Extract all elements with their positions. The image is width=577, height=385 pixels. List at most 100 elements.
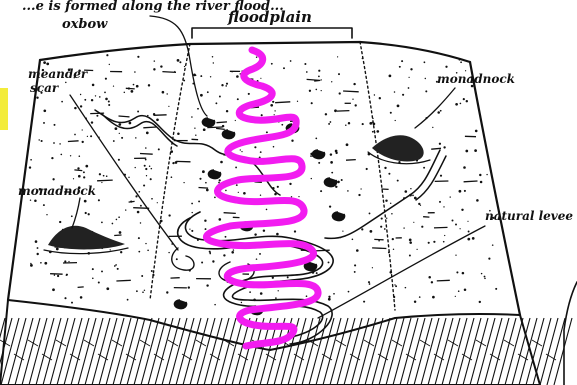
stipple-dot xyxy=(145,147,147,149)
valley-wall-right xyxy=(360,42,395,310)
stipple-dot xyxy=(439,143,441,145)
stipple-dot xyxy=(101,270,103,272)
stipple-dot xyxy=(443,241,445,243)
stipple-dot xyxy=(225,236,227,238)
stipple-dot xyxy=(318,162,320,164)
surface-dash xyxy=(119,116,130,117)
stipple-dot xyxy=(328,261,330,263)
stipple-dot xyxy=(397,105,400,108)
stipple-dot xyxy=(342,230,343,231)
stipple-dot xyxy=(84,200,87,203)
stipple-dot xyxy=(356,249,359,252)
oxbow-pointer xyxy=(150,16,207,116)
surface-dash xyxy=(224,213,236,214)
stipple-dot xyxy=(410,188,411,189)
stipple-dot xyxy=(83,171,85,173)
stipple-dot xyxy=(183,80,185,82)
surface-dash xyxy=(307,79,320,80)
stipple-dot xyxy=(124,92,125,93)
stipple-dot xyxy=(431,281,433,283)
stipple-dot xyxy=(455,224,457,226)
meander-scar xyxy=(172,248,194,270)
stipple-dot xyxy=(488,258,490,260)
stipple-dot xyxy=(235,120,236,121)
stipple-dot xyxy=(212,56,214,58)
stipple-dot xyxy=(409,255,411,257)
stipple-dot xyxy=(80,296,83,299)
stipple-dot xyxy=(121,137,123,139)
stipple-dot xyxy=(225,85,227,87)
stipple-dot xyxy=(149,166,150,167)
stipple-dot xyxy=(136,85,139,88)
stipple-dot xyxy=(384,167,386,169)
stipple-dot xyxy=(249,291,251,293)
stipple-dot xyxy=(138,191,140,193)
stipple-dot xyxy=(460,61,462,63)
stipple-dot xyxy=(199,178,201,180)
stipple-dot xyxy=(68,261,69,262)
stipple-dot xyxy=(156,118,159,121)
stipple-dot xyxy=(179,61,181,63)
stipple-dot xyxy=(46,214,47,215)
stipple-dot xyxy=(106,287,109,290)
stipple-dot xyxy=(492,244,494,246)
stipple-dot xyxy=(309,90,311,92)
stipple-dot xyxy=(397,180,399,182)
stipple-dot xyxy=(43,109,46,112)
stipple-dot xyxy=(372,122,373,123)
stipple-dot xyxy=(329,205,331,207)
stipple-dot xyxy=(392,238,394,240)
stipple-dot xyxy=(476,199,479,202)
oxbow-mark xyxy=(174,300,186,309)
label-natural-levee: natural levee xyxy=(485,209,573,223)
stipple-dot xyxy=(325,113,327,115)
stipple-dot xyxy=(361,228,363,230)
stipple-dot xyxy=(106,54,108,56)
stipple-dot xyxy=(98,199,100,201)
stipple-dot xyxy=(157,202,158,203)
stipple-dot xyxy=(215,102,217,104)
stipple-dot xyxy=(490,170,491,171)
stipple-dot xyxy=(328,123,330,125)
stipple-dot xyxy=(379,97,381,99)
stipple-dot xyxy=(141,275,143,277)
surface-dash xyxy=(275,102,290,103)
stipple-dot xyxy=(98,281,100,283)
stipple-dot xyxy=(256,57,257,58)
stipple-dot xyxy=(335,150,338,153)
stipple-dot xyxy=(291,140,293,142)
stipple-dot xyxy=(153,68,155,70)
stipple-dot xyxy=(468,231,470,233)
surface-dash xyxy=(434,227,448,228)
stipple-dot xyxy=(481,273,482,274)
stipple-dot xyxy=(254,233,256,235)
stipple-dot xyxy=(140,222,141,223)
stipple-dot xyxy=(456,271,458,273)
stipple-dot xyxy=(369,283,371,285)
meander-scar-pointer xyxy=(70,95,178,250)
stipple-dot xyxy=(402,94,404,96)
stipple-dot xyxy=(59,143,61,145)
stipple-dot xyxy=(440,110,442,112)
stipple-dot xyxy=(198,200,200,202)
stipple-dot xyxy=(271,63,273,65)
monadnock-right-pointer xyxy=(415,88,455,128)
stipple-dot xyxy=(320,190,322,192)
stipple-dot xyxy=(213,62,214,63)
label-floodplain: floodplain xyxy=(227,8,312,26)
stipple-dot xyxy=(408,77,409,78)
stipple-dot xyxy=(115,127,118,130)
stipple-dot xyxy=(64,297,66,299)
stipple-dot xyxy=(200,75,202,77)
stipple-dot xyxy=(79,155,81,157)
magenta-annotation-scribble xyxy=(206,50,318,346)
stipple-dot xyxy=(437,111,440,114)
label-oxbow: oxbow xyxy=(62,17,108,32)
surface-dash xyxy=(78,287,84,288)
stipple-dot xyxy=(401,60,403,62)
stipple-dot xyxy=(108,100,110,102)
stipple-dot xyxy=(168,252,169,253)
stipple-dot xyxy=(484,278,486,280)
stipple-dot xyxy=(151,168,153,170)
stipple-dot xyxy=(201,262,203,264)
